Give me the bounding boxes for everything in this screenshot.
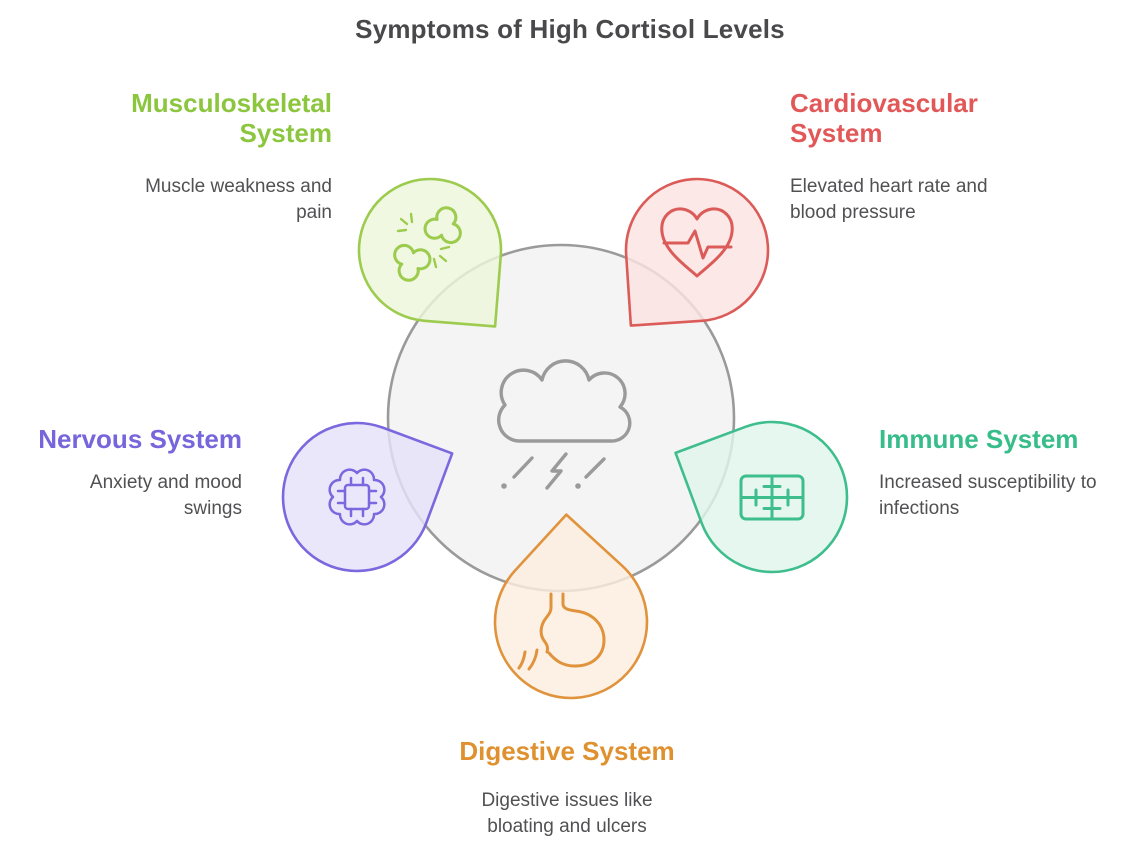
musculoskeletal-description: Muscle weakness and pain xyxy=(145,176,332,224)
nervous-description: Anxiety and mood swings xyxy=(89,472,242,520)
rain-slash-right xyxy=(584,457,606,479)
cardiovascular-heading: Cardiovascular System xyxy=(790,88,978,149)
musculoskeletal-heading: Musculoskeletal System xyxy=(131,88,332,149)
immune-heading: Immune System xyxy=(879,424,1079,454)
panel-ticks xyxy=(754,485,790,510)
broken-bone-icon xyxy=(393,206,462,282)
chip-pins xyxy=(336,476,378,518)
bone-fragment-top xyxy=(423,206,462,245)
rain-dot-right xyxy=(575,483,581,489)
page-title: Symptoms of High Cortisol Levels xyxy=(355,14,785,44)
brain-outline xyxy=(328,468,386,526)
heart-pulse-icon xyxy=(660,207,734,278)
musculoskeletal-pin xyxy=(357,177,503,328)
cloud-shape xyxy=(497,359,632,443)
cardiovascular-description: Elevated heart rate and blood pressure xyxy=(790,176,988,224)
brain-chip-icon xyxy=(328,468,386,526)
immune-description: Increased susceptibility to infections xyxy=(879,472,1097,520)
heart-outline xyxy=(660,207,734,278)
chip-square xyxy=(343,483,371,511)
duodenum-line-outer xyxy=(517,650,527,670)
lightning-bolt xyxy=(545,452,568,490)
cardiovascular-pin xyxy=(624,177,770,327)
rain-dot-left xyxy=(501,483,507,489)
nervous-heading: Nervous System xyxy=(38,424,242,454)
stomach-outer-curve xyxy=(547,592,606,668)
impact-marks-lower xyxy=(432,245,451,269)
stomach-icon xyxy=(517,592,606,671)
ecg-line xyxy=(662,229,733,260)
duodenum-line-inner xyxy=(527,648,539,671)
immune-panel-icon xyxy=(739,474,805,521)
bone-fragment-bottom xyxy=(393,243,432,282)
impact-marks-upper xyxy=(396,212,414,233)
digestive-heading: Digestive System xyxy=(459,736,675,766)
stomach-inner-curve xyxy=(539,592,553,654)
digestive-description: Digestive issues like bloating and ulcer… xyxy=(481,790,653,838)
nervous-pin xyxy=(281,421,454,573)
storm-cloud-icon xyxy=(497,359,632,490)
digestive-pin xyxy=(493,513,649,700)
rain-slash-left xyxy=(512,456,534,479)
